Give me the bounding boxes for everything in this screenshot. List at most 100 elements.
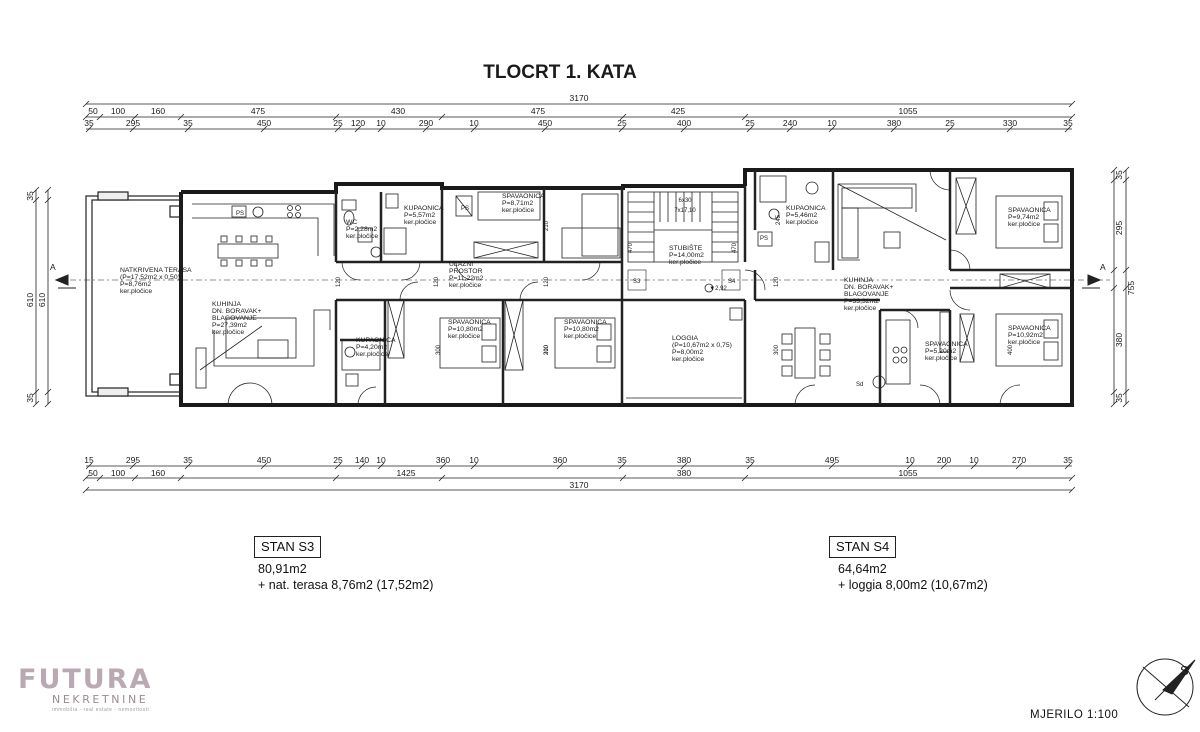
dim-top-row2: 290 (419, 118, 433, 128)
north-label: S (1180, 663, 1189, 678)
room-detail: P=9,74m2 (1008, 214, 1039, 221)
room-detail: BLAGOVANJE (844, 291, 889, 298)
dim-top-row2: 120 (351, 118, 365, 128)
stan-s4-area: 64,64m2 (838, 562, 887, 576)
room-detail: P=8,71m2 (502, 200, 533, 207)
logo-subtitle: NEKRETNINE (52, 693, 149, 706)
room-name: ULAZNI (449, 261, 473, 268)
room-detail: ker.pločice (669, 259, 701, 266)
room-name: KUHINJA (212, 301, 242, 308)
dim-inner: 120 (336, 276, 342, 287)
dim-top-row2: 25 (945, 118, 955, 128)
room-name: KUPAONICA (786, 205, 826, 212)
room-detail: ker.pločice (212, 329, 244, 336)
dim-top-row2: 35 (84, 118, 94, 128)
dim-bottom-row1: 10 (969, 455, 979, 465)
room-name: SPAVAONICA (1008, 207, 1051, 214)
room-detail: ker.pločice (844, 305, 876, 312)
fixture-sd: Sd (856, 382, 863, 388)
dim-bottom-row1: 15 (84, 455, 94, 465)
room-detail: P=10,92m2 (1008, 332, 1043, 339)
dim-inner: 120 (774, 276, 780, 287)
dim-bottom-row1: 35 (745, 455, 755, 465)
dim-right: 755 (1126, 281, 1136, 295)
dim-right: 380 (1114, 333, 1124, 347)
room-name: SPAVAONICA (502, 193, 545, 200)
room-detail: DN. BORAVAK+ (844, 284, 893, 291)
dim-inner: 300 (436, 344, 442, 355)
dim-top-row1: 160 (151, 106, 165, 116)
stan-s3-label: STAN S3 (254, 536, 322, 558)
dim-bottom-row1: 360 (436, 455, 450, 465)
dim-inner: 400 (1008, 344, 1014, 355)
dim-bottom-row1: 270 (1012, 455, 1026, 465)
dim-bottom-row1: 35 (617, 455, 627, 465)
dim-top-row1: 475 (531, 106, 545, 116)
room-detail: ker.pločice (1008, 339, 1040, 346)
dim-left: 35 (25, 393, 35, 403)
dim-bottom-row1: 450 (257, 455, 271, 465)
dim-top-row2: 35 (183, 118, 193, 128)
dim-right: 35 (1114, 170, 1124, 180)
dim-top-row1: 475 (251, 106, 265, 116)
dim-top-row2: 10 (376, 118, 386, 128)
dim-inner: 7x17,10 (674, 208, 696, 214)
dim-bottom-row2: 160 (151, 468, 165, 478)
room-name: LOGGIA (672, 335, 699, 342)
room-detail: P=11,22m2 (449, 275, 484, 282)
dim-inner: 300 (774, 344, 780, 355)
dim-top-row2: 240 (783, 118, 797, 128)
room-name: KUPAONICA (356, 337, 396, 344)
dim-top-row2: 330 (1003, 118, 1017, 128)
dim-inner: 470 (732, 242, 738, 253)
room-detail: ker.pločice (672, 356, 704, 363)
dim-bottom-row1: 295 (126, 455, 140, 465)
room-detail: P=8,76m2 (120, 281, 151, 288)
dim-top-row2: 10 (827, 118, 837, 128)
room-name: STUBIŠTE (669, 243, 703, 252)
plan-title: TLOCRT 1. KATA (483, 62, 637, 83)
stan-s4-loggia: + loggia 8,00m2 (10,67m2) (838, 578, 988, 592)
room-detail: P=5,46m2 (786, 212, 817, 219)
dim-top-row2: 25 (333, 118, 343, 128)
dim-right: 295 (1114, 221, 1124, 235)
dim-top-row1: 100 (111, 106, 125, 116)
scale-label: MJERILO 1:100 (1030, 709, 1119, 721)
room-detail: ker.pločice (502, 207, 534, 214)
svg-text:S: S (1180, 663, 1189, 678)
room-detail: P=14,00m2 (669, 252, 704, 259)
dim-top-total: 3170 (570, 93, 589, 103)
room-detail: ker.pločice (120, 288, 152, 295)
dim-bottom-row1: 200 (937, 455, 951, 465)
room-name: SPAVAONICA (448, 319, 491, 326)
dim-bottom-row1: 10 (376, 455, 386, 465)
room-detail: P=27,39m2 (212, 322, 247, 329)
room-detail: (P=17,52m2 x 0,50) (120, 274, 180, 281)
fixture-ps-kitchen-s3: PS (236, 211, 244, 217)
fixture-ps-kupaonica-s4: PS (760, 236, 768, 242)
dim-top-row1: 425 (671, 106, 685, 116)
dim-bottom-row1: 360 (553, 455, 567, 465)
room-detail: ker.pločice (786, 219, 818, 226)
dim-inner: 470 (628, 242, 634, 253)
dim-bottom-row1: 495 (825, 455, 839, 465)
room-detail: ker.pločice (356, 351, 388, 358)
stair-mark-s3: S3 (633, 279, 641, 285)
dim-bottom-row2: 380 (677, 468, 691, 478)
dim-top-row2: 10 (469, 118, 479, 128)
dim-bottom-row1: 10 (469, 455, 479, 465)
dim-bottom-row1: 25 (333, 455, 343, 465)
dim-inner: 300 (544, 344, 550, 355)
room-name: SPAVAONICA (925, 341, 968, 348)
dim-bottom-row1: 380 (677, 455, 691, 465)
dim-top-row1: 430 (391, 106, 405, 116)
dim-top-row2: 25 (617, 118, 627, 128)
room-detail: ker.pločice (346, 233, 378, 240)
room-detail: P=5,57m2 (404, 212, 435, 219)
dim-inner: 245 (776, 214, 782, 225)
dim-inner: 210 (544, 344, 550, 355)
room-name: KUPAONICA (404, 205, 444, 212)
room-detail: P=8,00m2 (672, 349, 703, 356)
dim-top-row2: 35 (1063, 118, 1073, 128)
